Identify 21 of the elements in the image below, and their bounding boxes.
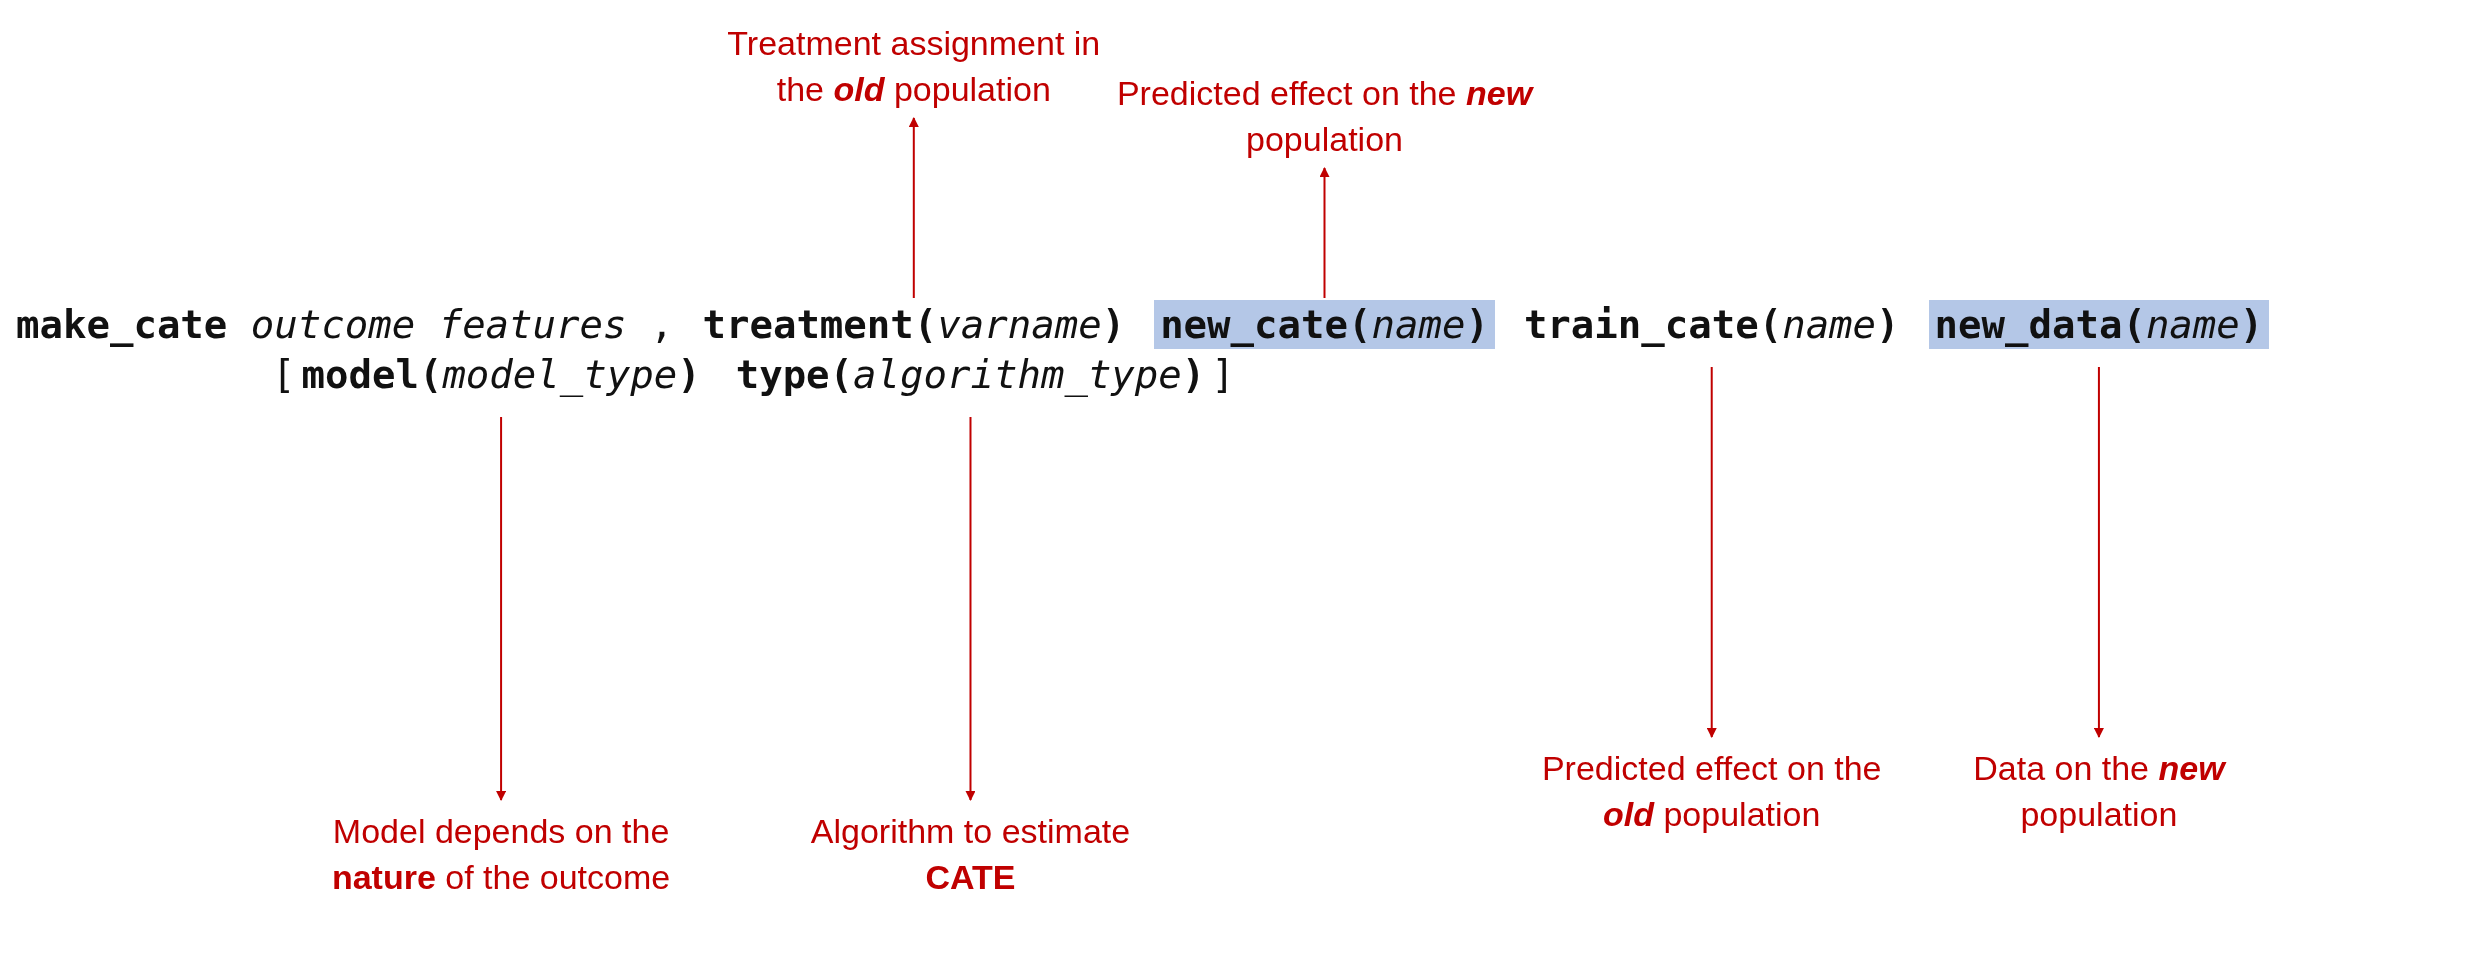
highlighted-code-option: new_data(name) — [1928, 300, 2270, 349]
arrow — [965, 416, 976, 801]
arrow — [1319, 167, 1330, 299]
annotation-text: Model depends on the nature of the outcome — [321, 808, 682, 900]
arrow — [496, 416, 507, 801]
arrow — [1706, 366, 1717, 738]
annotation-text: Treatment assignment in the old population — [723, 20, 1104, 112]
code-text: make_cate outcome features , — [16, 302, 674, 347]
annotation-text: Data on the new population — [1918, 745, 2279, 837]
code-option: type(algorithm_type) — [729, 350, 1212, 399]
bracket: ] — [1211, 352, 1235, 397]
arrow — [2093, 366, 2104, 738]
code-option: model(model_type) — [295, 350, 707, 399]
highlighted-code-option: new_cate(name) — [1154, 300, 1495, 349]
annotation-text: Algorithm to estimate CATE — [810, 808, 1131, 900]
annotation-text: Predicted effect on the old population — [1511, 745, 1912, 837]
code-option: treatment(varname) — [696, 300, 1132, 349]
bracket: [ — [272, 352, 296, 397]
arrow — [908, 117, 919, 299]
code-option: train_cate(name) — [1517, 300, 1906, 349]
annotation-text: Predicted effect on the new population — [1114, 70, 1535, 162]
